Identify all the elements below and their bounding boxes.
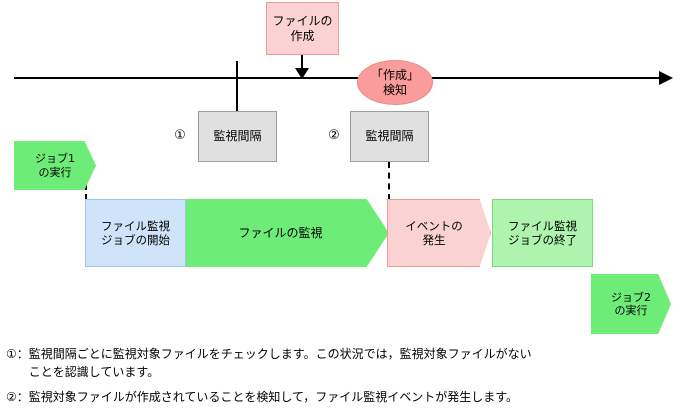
marker-circled-one: ① — [174, 128, 186, 144]
footnote-text: 監視間隔ごとに監視対象ファイルをチェックします。この状況では，監視対象ファイルが… — [28, 347, 532, 379]
footnote-text: 監視対象ファイルが作成されていることを検知して，ファイル監視イベントが発生します… — [28, 390, 519, 404]
time-axis-arrowhead-icon — [659, 71, 673, 85]
job1-execution-pentagon: ジョブ1 の実行 — [14, 141, 96, 190]
monitoring-interval-box-1: 監視間隔 — [198, 111, 277, 162]
file-creation-event-box: ファイルの 作成 — [266, 2, 339, 55]
time-axis-tick — [236, 61, 238, 112]
file-creation-arrow-shaft — [301, 55, 303, 71]
footnote-item: ①： 監視間隔ごとに監視対象ファイルをチェックします。この状況では，監視対象ファ… — [6, 345, 678, 381]
footnote-item: ②： 監視対象ファイルが作成されていることを検知して，ファイル監視イベントが発生… — [6, 388, 678, 406]
monitoring-interval-box-2: 監視間隔 — [350, 111, 429, 162]
footnote-marker: ②： — [6, 390, 29, 404]
file-creation-arrow-head-icon — [295, 68, 309, 79]
event-occurrence-arrow-box: イベントの 発生 — [387, 199, 491, 267]
file-monitoring-arrow-box: ファイルの監視 — [186, 199, 389, 267]
footnote-list: ①： 監視間隔ごとに監視対象ファイルをチェックします。この状況では，監視対象ファ… — [6, 345, 678, 413]
dashed-connector-interval2 — [388, 162, 390, 200]
footnote-marker: ①： — [6, 347, 29, 361]
marker-circled-two: ② — [328, 128, 340, 144]
creation-detected-ellipse: 「作成」 検知 — [357, 60, 433, 105]
file-monitor-job-end-box: ファイル監視 ジョブの終了 — [492, 199, 593, 267]
job2-execution-pentagon: ジョブ2 の実行 — [591, 274, 671, 334]
time-axis-line — [14, 77, 665, 79]
file-monitor-job-start-box: ファイル監視 ジョブの開始 — [85, 199, 186, 267]
